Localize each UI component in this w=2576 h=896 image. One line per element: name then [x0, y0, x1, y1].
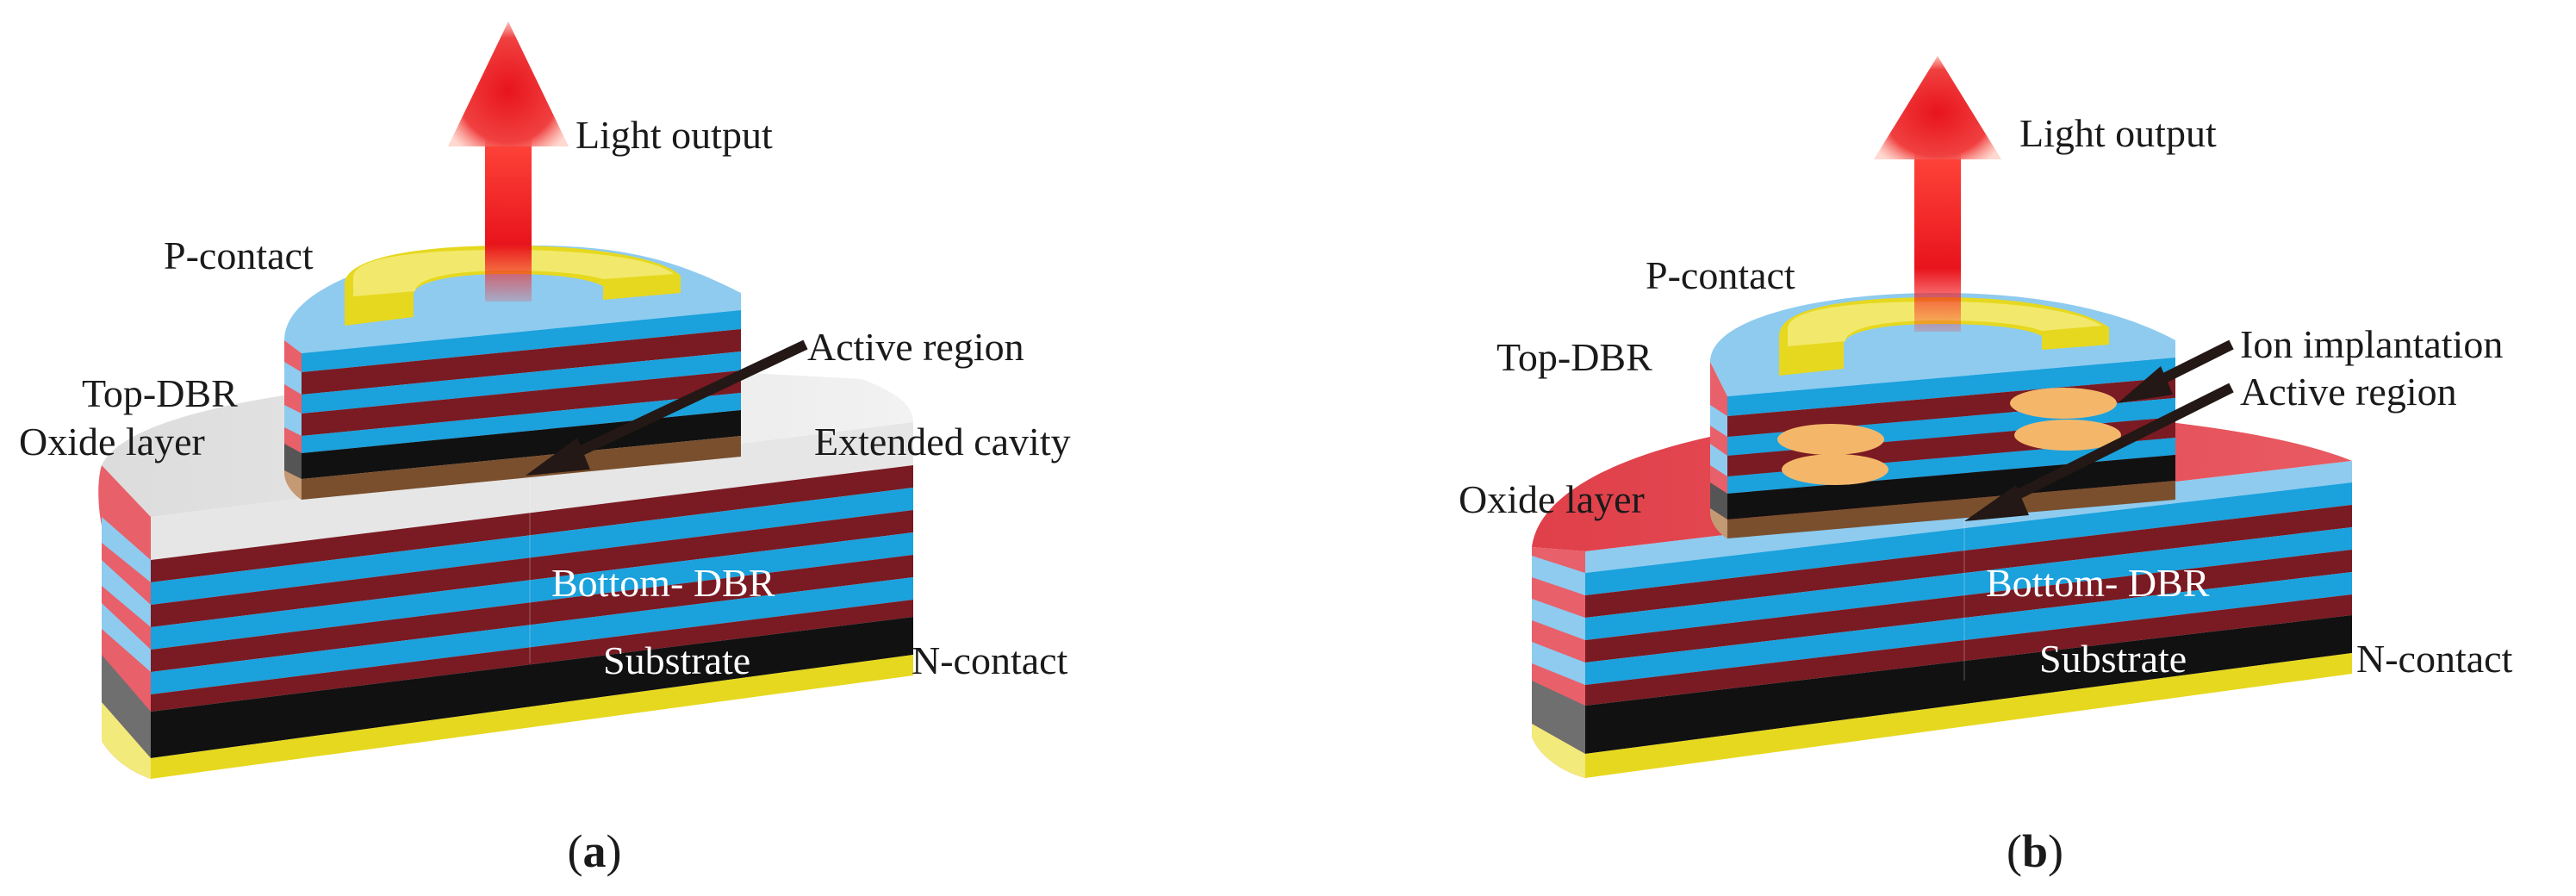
label-light-output-b: Light output [2019, 111, 2217, 155]
label-bottom-dbr-b: Bottom- DBR [1986, 561, 2210, 605]
bottom-dbr-red-3-a [151, 555, 913, 672]
top-dbr-red-1-a [302, 329, 741, 395]
label-light-output-a: Light output [576, 113, 773, 157]
label-extended-cavity-a: Extended cavity [814, 420, 1071, 464]
bottom-dbr-blue-2-a [151, 532, 913, 650]
label-active-region-b: Active region [2240, 370, 2457, 414]
label-n-contact-a: N-contact [912, 638, 1068, 682]
label-top-dbr-b: Top-DBR [1496, 335, 1652, 379]
label-bottom-dbr-a: Bottom- DBR [551, 561, 775, 605]
ion-implant-pointer-b [2118, 339, 2234, 403]
light-output-arrow-a [448, 22, 569, 302]
caption-b: (b) [2007, 825, 2063, 877]
top-dbr-blue-1-a [302, 310, 741, 372]
top-dbr-red-2-a [302, 370, 741, 436]
bottom-dbr-blue-1-b [1585, 482, 2352, 595]
label-p-contact-a: P-contact [164, 233, 314, 277]
bottom-dbr-blue-3-a [151, 577, 913, 694]
label-oxide-layer-a: Oxide layer [19, 420, 205, 464]
oxide-layer-b [1727, 481, 2175, 538]
bottom-dbr-blue-2-b [1585, 527, 2352, 640]
ion-implant-right-top-b [2010, 388, 2117, 419]
label-p-contact-b: P-contact [1646, 253, 1795, 297]
bottom-dbr-red-3-b [1585, 594, 2352, 706]
bottom-dbr-red-4-a [151, 600, 913, 712]
substrate-front-a [151, 617, 913, 758]
top-mesa-a [284, 246, 741, 500]
label-ion-implantation-b: Ion implantation [2240, 322, 2503, 366]
ion-implant-left-top-b [1777, 424, 1884, 455]
n-contact-front-a [151, 655, 913, 779]
caption-a: (a) [568, 825, 622, 877]
ion-implant-right-bottom-b [2014, 420, 2121, 451]
label-oxide-layer-b: Oxide layer [1459, 477, 1645, 521]
bottom-dbr-red-2-a [151, 510, 913, 627]
panel-b: Light output P-contact Top-DBR Ion impla… [1459, 56, 2513, 877]
substrate-front-b [1585, 615, 2352, 754]
label-top-dbr-a: Top-DBR [82, 371, 238, 415]
bottom-dbr-red-1-b [1585, 505, 2352, 618]
bottom-dbr-blue-3-b [1585, 572, 2352, 685]
bottom-dbr-red-1-a [151, 465, 913, 582]
oxide-layer-a [302, 436, 741, 500]
label-n-contact-b: N-contact [2356, 637, 2513, 681]
bottom-dbr-blue-1-a [151, 488, 913, 605]
active-region-pointer-b [1964, 383, 2234, 521]
panel-a: Light output P-contact Top-DBR Oxide lay… [19, 22, 1071, 877]
top-dbr-blue-3-a [302, 393, 741, 453]
ion-implant-left-bottom-b [1782, 454, 1888, 485]
top-dbr-blue-1-b [1727, 358, 2175, 416]
label-substrate-a: Substrate [603, 638, 750, 682]
light-output-arrow-b [1874, 56, 2001, 332]
label-active-region-a: Active region [807, 325, 1024, 369]
n-contact-front-b [1585, 653, 2352, 778]
bottom-dbr-red-2-b [1585, 550, 2352, 663]
top-dbr-blue-2-a [302, 352, 741, 414]
active-region-pointer-a [526, 339, 808, 476]
label-substrate-b: Substrate [2039, 637, 2187, 681]
top-mesa-b [1710, 293, 2175, 538]
